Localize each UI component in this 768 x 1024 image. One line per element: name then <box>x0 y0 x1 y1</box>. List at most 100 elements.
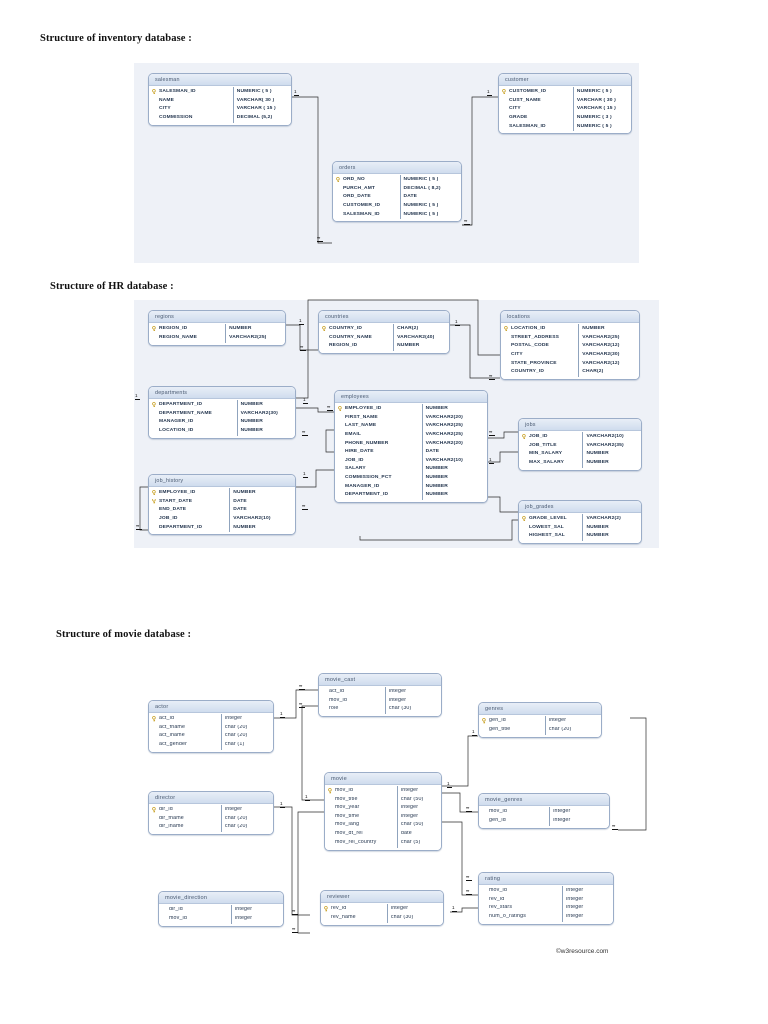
primary-key-icon <box>321 326 326 332</box>
cardinality-actor-one: 1 <box>280 711 285 718</box>
column-type: DECIMAL (5,2) <box>236 115 273 120</box>
column-name: START_DATE <box>149 498 229 504</box>
cardinality-moviegenres-many-right: ∞ <box>612 823 618 830</box>
primary-key-icon <box>327 788 332 794</box>
primary-key-icon <box>151 402 156 408</box>
column-name: mov_id <box>169 915 187 921</box>
column-name: SALESMAN_ID <box>509 123 546 129</box>
primary-key-icon <box>481 718 486 724</box>
column-type: VARCHAR ( 30 ) <box>576 97 616 103</box>
column-name: ORD_DATE <box>343 194 371 200</box>
cardinality-countries-one: 1 <box>455 319 460 326</box>
cardinality-reviewer-one: 1 <box>452 905 457 912</box>
column-name: REGION_ID <box>329 343 358 349</box>
table-title-locations: locations <box>501 311 639 323</box>
watermark-w3resource: ©w3resource.com <box>556 948 609 955</box>
column-type: NUMBER <box>425 466 448 472</box>
column-type: integer <box>553 809 571 815</box>
column-type: integer <box>566 905 584 911</box>
column-type: integer <box>234 915 253 921</box>
table-title-orders: orders <box>333 162 461 174</box>
primary-key-icon <box>337 406 342 412</box>
heading-inventory: Structure of inventory database : <box>40 33 192 44</box>
column-type: integer <box>390 906 409 912</box>
column-type: VARCHAR2(2) <box>586 516 621 522</box>
column-type: integer <box>566 896 584 902</box>
column-name: CITY <box>509 106 521 112</box>
column-type: VARCHAR2(25) <box>425 423 463 429</box>
cardinality-moviegenres-many: ∞ <box>466 805 472 812</box>
column-name: GRADE <box>509 115 528 120</box>
column-type: VARCHAR2(25) <box>229 334 267 340</box>
column-name: COUNTRY_ID <box>511 369 545 375</box>
column-type: NUMBER <box>233 524 256 530</box>
column-name: NAME <box>159 97 174 103</box>
column-type: char (20) <box>224 733 248 739</box>
table-title-rating: rating <box>479 873 613 885</box>
column-name: act_gender <box>159 741 188 747</box>
column-name: EMAIL <box>345 432 361 437</box>
cardinality-employees-many-jobs: ∞ <box>489 429 495 436</box>
cardinality-genres-one: 1 <box>472 729 477 736</box>
cardinality-countries-many: ∞ <box>300 344 306 351</box>
column-name: COMMISSION <box>159 115 193 120</box>
column-name: mov_id <box>329 697 347 703</box>
primary-key-icon <box>151 326 156 332</box>
column-type: VARCHAR2(20) <box>425 414 463 420</box>
column-name: mov_id <box>325 788 397 794</box>
column-type: NUMERIC ( 5 ) <box>403 177 439 183</box>
cardinality-departments-one-right: 1 <box>303 397 308 404</box>
column-name: HIGHEST_SAL <box>529 533 565 539</box>
column-name: CUSTOMER_ID <box>499 89 573 94</box>
column-type: DECIMAL ( 8,2) <box>403 185 441 191</box>
column-type: NUMERIC ( 5 ) <box>576 123 612 129</box>
column-type: NUMBER <box>586 460 609 465</box>
column-name: COMMISSION_PCT <box>345 474 392 480</box>
